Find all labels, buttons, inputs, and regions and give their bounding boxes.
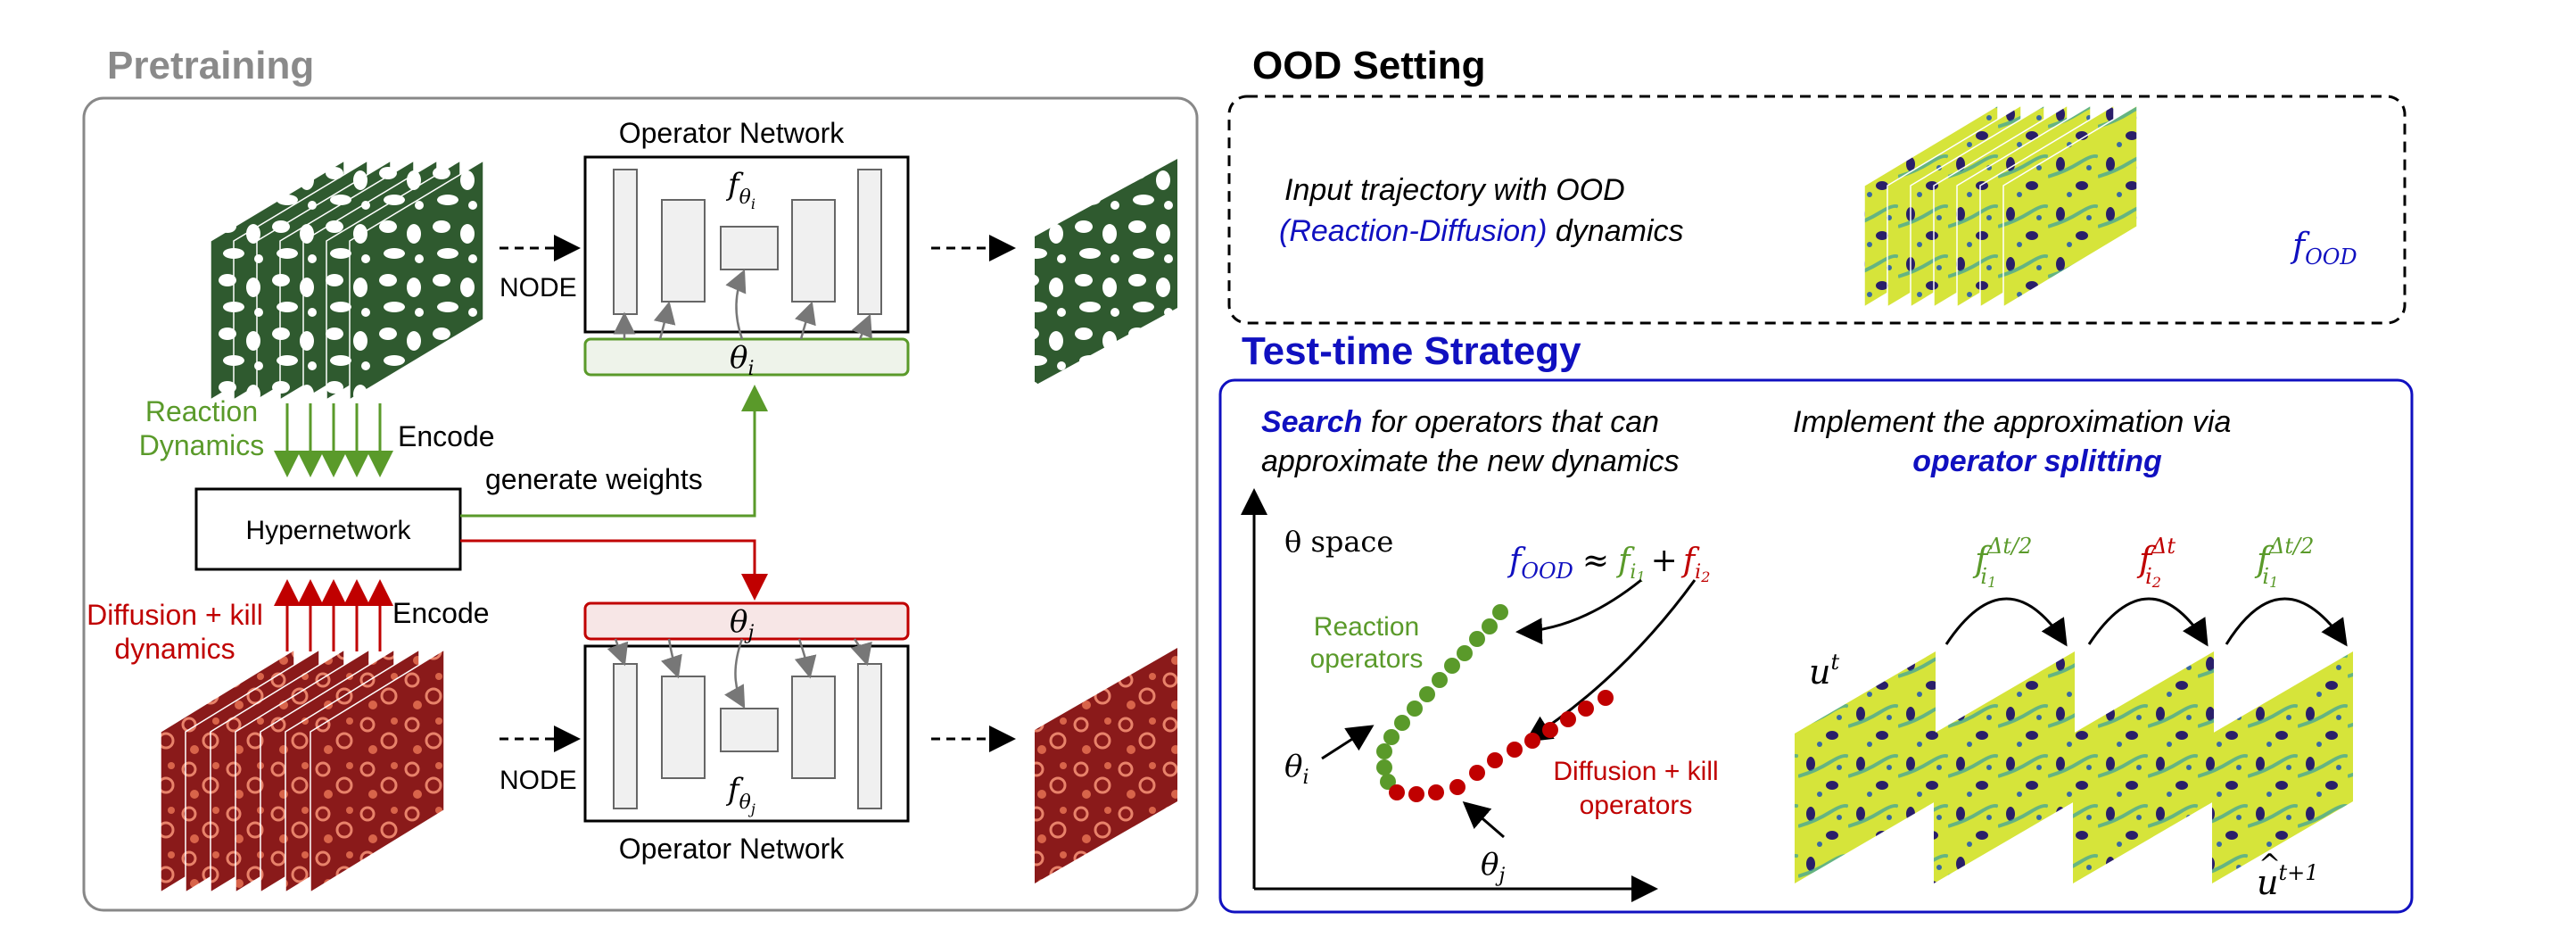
theta-j-bar <box>583 601 910 641</box>
theta-i-bar <box>583 337 910 377</box>
arrow-to-reaction-operators <box>1515 578 1642 645</box>
theta-j-label: θj <box>730 604 754 644</box>
operator-network-bottom-layers <box>613 663 882 809</box>
theta-space-label: θ space <box>1284 525 1393 559</box>
implement-text-line2: operator splitting <box>1912 444 2162 478</box>
reaction-label-line1: Reaction <box>145 395 258 427</box>
node-label-bottom: NODE <box>500 766 577 795</box>
skip-arrows-bottom <box>607 638 872 709</box>
ood-snapshot-7 <box>2002 104 2138 309</box>
u-t-label: ut <box>1809 650 1839 692</box>
hypernet-to-theta-i-arrow <box>460 385 768 518</box>
reaction-encode-arrows <box>274 403 393 477</box>
encode-label-top: Encode <box>398 420 495 452</box>
generate-weights-label: generate weights <box>485 463 703 495</box>
arrow-to-diffusion-operators <box>1524 579 1697 742</box>
pretraining-panel <box>82 96 1199 912</box>
node-label-top: NODE <box>500 273 577 303</box>
pretraining-title: Pretraining <box>107 44 314 87</box>
reaction-label-line2: Dynamics <box>139 429 264 461</box>
diffusion-operators-line1: Diffusion + kill <box>1553 757 1718 786</box>
reaction-operators-line1: Reaction <box>1314 612 1419 642</box>
ood-text-line1: Input trajectory with OOD <box>1284 173 1625 207</box>
hypernetwork-box <box>194 487 462 571</box>
f-ood-label: fOOD <box>2290 226 2357 269</box>
split-frame-4 <box>2212 651 2353 883</box>
diffusion-encode-arrows <box>274 579 393 651</box>
diffusion-input-stack <box>160 648 445 894</box>
split-frame-2 <box>1934 651 2075 883</box>
theta-i-label: θi <box>730 340 755 380</box>
encode-label-bottom: Encode <box>392 597 490 629</box>
theta-j-pointer <box>1462 801 1505 839</box>
reaction-snapshot-7 <box>349 159 484 402</box>
u-hat-accent: ^ <box>2258 849 2281 880</box>
approx-equation: fOOD≈fi1+fi2 <box>1507 543 1710 585</box>
split-frame-3 <box>2073 651 2214 883</box>
operator-network-label-top: Operator Network <box>619 117 846 149</box>
diffusion-label-line2: dynamics <box>114 633 235 665</box>
test-time-panel <box>1218 378 2414 914</box>
test-time-title: Test-time Strategy <box>1242 329 1581 373</box>
hypernetwork-label: Hypernetwork <box>245 516 411 545</box>
reaction-operator-dots <box>1376 604 1508 790</box>
reaction-output-field <box>1035 159 1177 386</box>
ood-text-line2: (Reaction-Diffusion) dynamics <box>1279 214 1684 248</box>
search-text-line2: approximate the new dynamics <box>1261 444 1680 478</box>
search-text-line1: Search for operators that can <box>1261 405 1659 439</box>
reaction-input-stack <box>210 159 484 402</box>
hypernet-to-theta-j-arrow <box>460 539 768 601</box>
split-frame-1 <box>1795 651 1936 883</box>
diffusion-operator-dots <box>1389 690 1614 802</box>
diffusion-label-line1: Diffusion + kill <box>87 599 263 631</box>
skip-arrows-top <box>613 269 872 340</box>
reaction-operators-line2: operators <box>1310 644 1424 674</box>
implement-text-line1: Implement the approximation via <box>1793 405 2231 439</box>
ood-input-stack <box>1863 104 2138 309</box>
ood-panel <box>1227 95 2407 325</box>
splitting-frames <box>1795 651 2353 883</box>
diffusion-operators-line2: operators <box>1580 791 1693 820</box>
theta-i-pointer <box>1321 725 1375 760</box>
theta-j-axis-label: θj <box>1481 847 1505 887</box>
u-hat-label: ut+1 <box>2257 860 2319 902</box>
diffusion-snapshot-7 <box>310 648 445 894</box>
operator-network-label-bottom: Operator Network <box>619 833 846 865</box>
theta-i-axis-label: θi <box>1284 749 1309 789</box>
diffusion-output-field <box>1035 648 1177 883</box>
ood-title: OOD Setting <box>1252 44 1486 87</box>
splitting-arrows <box>1944 597 2348 647</box>
